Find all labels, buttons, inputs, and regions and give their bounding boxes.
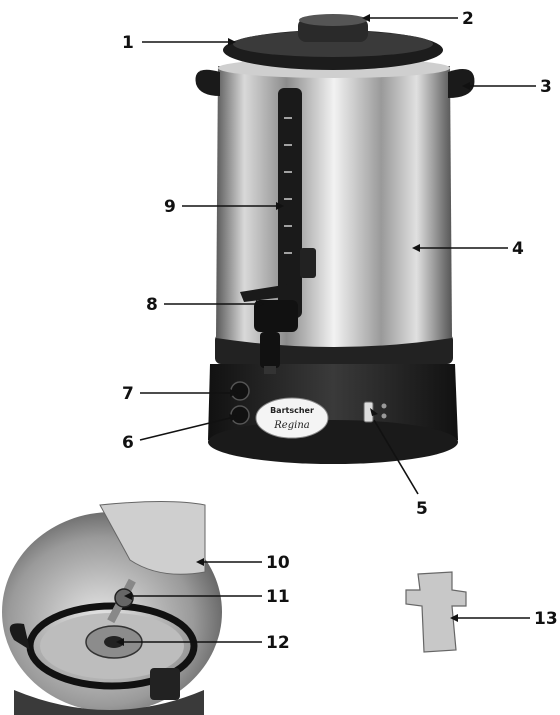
tap-body bbox=[254, 300, 298, 332]
tap-lever bbox=[240, 284, 292, 302]
brand-name: Bartscher bbox=[270, 406, 314, 415]
callout-3: 3 bbox=[540, 77, 552, 97]
switch-dot-top bbox=[381, 403, 387, 409]
callout-13: 13 bbox=[534, 609, 558, 629]
filter-cross-part bbox=[405, 571, 467, 653]
callout-9: 9 bbox=[164, 197, 176, 217]
callout-5: 5 bbox=[416, 499, 428, 519]
lid-top bbox=[233, 31, 433, 57]
arrowheads bbox=[116, 14, 470, 646]
callout-6: 6 bbox=[122, 433, 134, 453]
lid-knob-top bbox=[299, 14, 367, 26]
callout-1: 1 bbox=[122, 33, 134, 53]
callout-11: 11 bbox=[266, 587, 290, 607]
leader-5 bbox=[373, 419, 419, 495]
coffee-urn: Bartscher Regina bbox=[195, 14, 475, 464]
interior-detail bbox=[2, 500, 222, 715]
gauge-marks bbox=[284, 117, 292, 254]
tap-detail bbox=[150, 668, 180, 700]
base-bottom bbox=[208, 420, 458, 464]
tap-nozzle bbox=[264, 366, 276, 374]
lid-underside bbox=[99, 501, 206, 575]
brand-model: Regina bbox=[273, 420, 309, 431]
steel-body bbox=[216, 66, 452, 347]
callout-2: 2 bbox=[462, 9, 474, 29]
outer-handle-left bbox=[9, 623, 30, 650]
outer-rim bbox=[14, 690, 204, 715]
outlet-hole bbox=[104, 636, 124, 648]
water-level-gauge bbox=[278, 88, 302, 318]
leader-lines bbox=[124, 17, 536, 643]
tap-spout bbox=[260, 332, 280, 368]
callout-8: 8 bbox=[146, 295, 158, 315]
callout-12: 12 bbox=[266, 633, 290, 653]
callout-labels: 1 2 3 4 5 6 7 8 9 10 11 12 13 bbox=[122, 9, 558, 653]
left-handle bbox=[195, 69, 220, 96]
callout-4: 4 bbox=[512, 239, 524, 259]
brand-plaque bbox=[255, 397, 329, 439]
callout-10: 10 bbox=[266, 553, 290, 573]
leader-6 bbox=[139, 417, 231, 441]
switch-dot-bottom bbox=[381, 413, 387, 419]
filter-rod-top bbox=[114, 588, 134, 608]
right-handle bbox=[448, 69, 475, 98]
gauge-bracket bbox=[300, 248, 316, 278]
interior-bottom-gasket bbox=[26, 602, 198, 690]
callout-7: 7 bbox=[122, 384, 134, 404]
control-lamp bbox=[230, 405, 250, 425]
